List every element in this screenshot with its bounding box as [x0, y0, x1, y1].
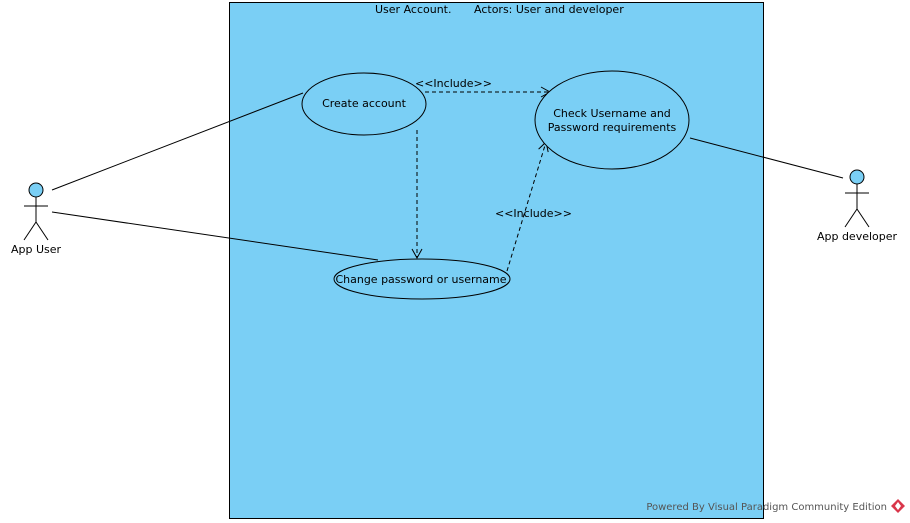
visual-paradigm-logo-icon — [891, 499, 905, 513]
use-case-change-credentials-label: Change password or username — [335, 273, 506, 286]
use-case-change-credentials[interactable]: Change password or username — [333, 258, 511, 300]
footer-powered-by: Powered By Visual Paradigm Community Edi… — [646, 499, 905, 513]
association-developer-check-requirements[interactable] — [689, 137, 844, 179]
include-label-top: <<Include>> — [415, 77, 492, 90]
system-boundary[interactable]: User Account. Actors: User and developer — [229, 2, 764, 519]
include-label-bottom: <<Include>> — [495, 207, 572, 220]
system-boundary-actors-note: Actors: User and developer — [474, 3, 624, 16]
actor-head-icon — [849, 169, 865, 185]
association-user-create-account[interactable] — [51, 92, 304, 191]
system-boundary-title: User Account. — [375, 3, 451, 16]
use-case-create-account-label: Create account — [322, 97, 407, 110]
use-case-check-requirements-label-line2: Password requirements — [548, 121, 677, 134]
actor-app-user[interactable]: App User — [11, 182, 62, 256]
actor-app-developer[interactable]: App developer — [817, 169, 898, 243]
actor-head-icon — [28, 182, 44, 198]
actor-app-user-label: App User — [11, 243, 62, 256]
footer-powered-by-text: Powered By Visual Paradigm Community Edi… — [646, 502, 887, 513]
association-user-change-credentials[interactable] — [51, 211, 379, 261]
use-case-check-requirements[interactable]: Check Username and Password requirements — [534, 70, 690, 170]
actor-app-developer-label: App developer — [817, 230, 898, 243]
use-case-create-account[interactable]: Create account — [301, 72, 427, 136]
include-change-to-check[interactable] — [506, 141, 549, 272]
use-case-check-requirements-label-line1: Check Username and — [553, 107, 671, 120]
